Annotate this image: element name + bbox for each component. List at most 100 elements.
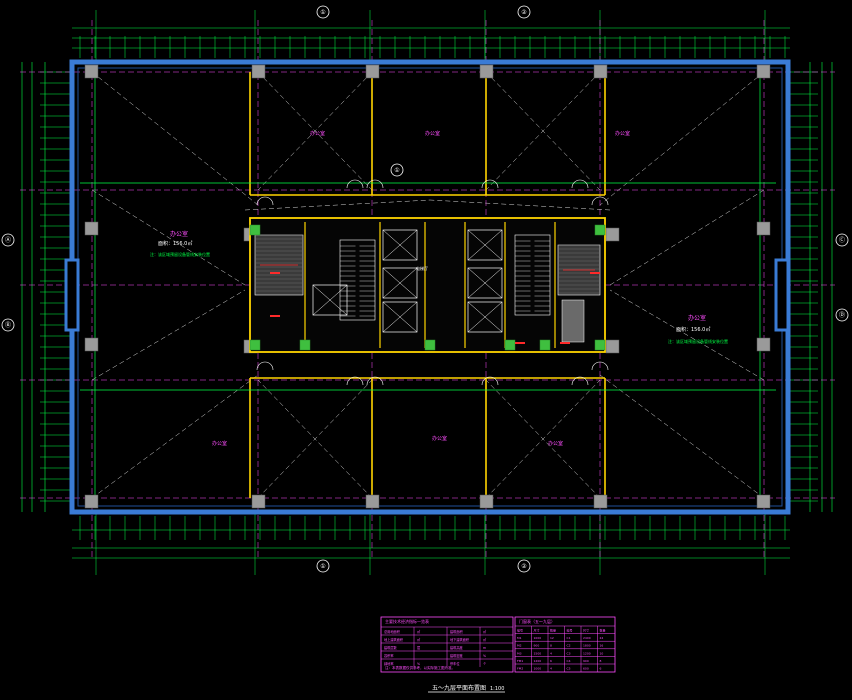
ceiling-diagonal	[91, 289, 246, 381]
door-table-cell: 数量	[550, 628, 556, 633]
door-swing	[374, 376, 384, 386]
structural-column	[84, 221, 99, 236]
shaft-outline	[382, 267, 418, 299]
shaft-x	[467, 301, 503, 333]
tech-table-note: 注：本表数据仅供参考，以实际施工图为准。	[385, 665, 455, 670]
axis-top-2-circle	[517, 5, 531, 19]
door-table-cell: 12	[550, 636, 554, 640]
door-swing	[366, 179, 376, 189]
tech-table-cell: 建筑密度	[450, 653, 464, 658]
shaft-outline	[312, 284, 348, 316]
door-table-cell: C3	[567, 651, 571, 655]
building-core	[249, 217, 606, 353]
axis-bottom-1-label: ①	[320, 563, 325, 570]
tech-table-cell: ㎡	[483, 637, 487, 642]
shaft-x	[467, 267, 503, 299]
ceiling-diagonal	[485, 71, 601, 191]
structural-column	[593, 64, 608, 79]
door-table-cell: 900	[534, 644, 540, 648]
duct-shaft	[561, 299, 585, 343]
axis-right-d-circle	[835, 308, 849, 322]
structural-column	[756, 494, 771, 509]
stair-outline	[514, 234, 551, 316]
ceiling-diagonal	[91, 71, 259, 206]
ceiling-diagonal	[599, 71, 765, 206]
core-column	[424, 339, 436, 351]
tech-table-cell: %	[417, 662, 420, 666]
core-column	[249, 339, 261, 351]
axis-right-d-label: Ⓓ	[839, 311, 845, 319]
structural-column	[756, 221, 771, 236]
axis-left-b-circle	[1, 318, 15, 332]
shaft-x	[467, 229, 503, 261]
tech-table-cell: 建筑高度	[450, 645, 464, 650]
axis-right-c-label: Ⓒ	[839, 236, 845, 244]
shaft-outline	[467, 229, 503, 261]
door-swing	[256, 361, 266, 371]
ceiling-diagonal	[91, 374, 259, 499]
axis-left-a-circle	[1, 233, 15, 247]
door-table-cell: 尺寸	[583, 628, 589, 633]
red-marker	[515, 342, 525, 344]
door-table-cell: M2	[517, 644, 522, 648]
stair-block	[557, 244, 601, 296]
office-north-3: 办公室	[615, 130, 630, 137]
office-north-2: 办公室	[425, 130, 440, 137]
door-swing	[354, 376, 364, 386]
tech-table-cell: 总用地面积	[384, 629, 401, 634]
structural-column	[251, 494, 266, 509]
door-table-cell: M3	[517, 651, 522, 655]
door-swing	[599, 196, 609, 206]
shaft-outline	[382, 301, 418, 333]
tech-table-cell: ㎡	[417, 629, 421, 634]
door-table-cell: FM2	[517, 667, 523, 671]
red-marker	[270, 315, 280, 317]
ceiling-diagonal	[429, 199, 611, 211]
ceiling-diagonal	[91, 189, 246, 286]
ceiling-diagonal	[609, 189, 765, 286]
elevator-shaft	[382, 301, 418, 333]
structural-column	[251, 64, 266, 79]
office-north-1: 办公室	[310, 130, 325, 137]
door-swing	[579, 376, 589, 386]
axis-center-1-circle	[390, 163, 404, 177]
axis-left-a-label: Ⓐ	[5, 236, 11, 244]
door-table-title: 门窗表（五～九层）	[519, 618, 555, 624]
door-swing	[481, 376, 491, 386]
door-table-cell: 4	[550, 667, 552, 671]
office-south-2: 办公室	[432, 435, 447, 442]
structural-column	[365, 494, 380, 509]
shaft-x	[382, 267, 418, 299]
door-swing	[264, 361, 274, 371]
core-column	[594, 339, 606, 351]
shaft-x	[312, 284, 348, 316]
door-table-cell: 10	[600, 651, 604, 655]
ceiling-diagonal	[257, 379, 373, 499]
door-swing	[591, 361, 601, 371]
structural-column	[84, 494, 99, 509]
axis-top-1-label: ①	[320, 9, 325, 16]
door-table-cell: 900	[583, 659, 589, 663]
office-west-note: 注：该区域预留设备管线安装位置	[150, 251, 210, 257]
door-table-cell: C2	[567, 644, 571, 648]
office-east-label: 办公室	[688, 314, 706, 322]
structural-column	[84, 64, 99, 79]
structural-column	[479, 494, 494, 509]
door-table-cell: 1200	[534, 659, 542, 663]
door-swing	[489, 179, 499, 189]
structural-column	[756, 64, 771, 79]
core-column	[594, 224, 606, 236]
core-boundary	[249, 217, 606, 353]
door-swing	[579, 179, 589, 189]
door-table-cell: 16	[600, 644, 604, 648]
ceiling-diagonal	[599, 374, 765, 499]
door-table-cell: 24	[600, 636, 604, 640]
shaft-x	[382, 301, 418, 333]
door-swing	[374, 179, 384, 189]
door-table-cell: 8	[600, 659, 602, 663]
ceiling-diagonal	[609, 289, 765, 381]
core-column	[539, 339, 551, 351]
door-swing	[599, 361, 609, 371]
